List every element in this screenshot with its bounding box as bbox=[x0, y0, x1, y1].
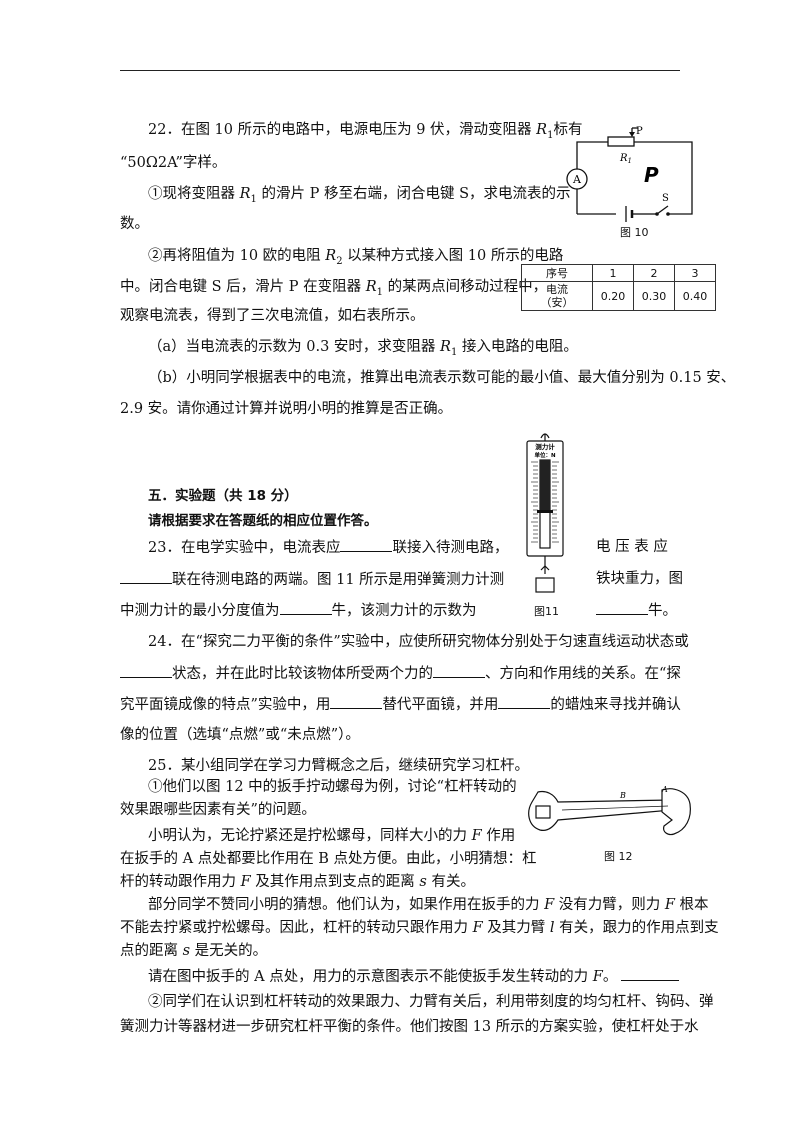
slider-label: P bbox=[636, 126, 643, 137]
q23-line3-right: 牛。 bbox=[596, 600, 677, 621]
q22-sub-b: （b）小明同学根据表中的电流，推算出电流表示数可能的最小值、最大值分别为 0.1… bbox=[148, 370, 736, 386]
q25-line3: 效果跟哪些因素有关”的问题。 bbox=[120, 802, 316, 818]
q22-part1: ①现将变阻器 R1 的滑片 P 移至右端，闭合电键 S，求电流表的示 bbox=[148, 186, 571, 205]
figure-12-wrench: B A bbox=[528, 785, 691, 836]
figure-11-spring-scale: 测力计 单位：N bbox=[526, 433, 564, 593]
q24-line1: 24．在“探究二力平衡的条件”实验中，应使所研究物体分别处于匀速直线运动状态或 bbox=[148, 634, 689, 650]
q25-line9: 点的距离 s 是无关的。 bbox=[120, 943, 268, 959]
answer-blank[interactable] bbox=[120, 569, 172, 584]
q22-line2: “50Ω2A”字样。 bbox=[120, 155, 227, 171]
scale-head-label: 测力计 bbox=[535, 442, 555, 451]
section-5-title: 五．实验题（共 18 分） bbox=[148, 488, 298, 504]
big-p-label: P bbox=[644, 163, 659, 187]
scale-unit-label: 单位：N bbox=[534, 451, 556, 459]
q23-line2-right: 铁块重力，图 bbox=[596, 571, 683, 587]
q25-line11: ②同学们在认识到杠杆转动的效果跟力、力臂有关后，利用带刻度的均匀杠杆、钩码、弹 bbox=[148, 994, 714, 1010]
q25-line5: 在扳手的 A 点处都要比作用在 B 点处方便。由此，小明猜想：杠 bbox=[120, 851, 537, 867]
table-header-index: 序号 bbox=[521, 264, 593, 282]
answer-blank[interactable] bbox=[596, 600, 648, 615]
table-cell: 0.20 bbox=[592, 281, 634, 311]
q25-line10: 请在图中扳手的 A 点处，用力的示意图表示不能使扳手发生转动的力 F。 bbox=[148, 966, 680, 987]
q25-line4: 小明认为，无论拧紧还是拧松螺母，同样大小的力 F 作用 bbox=[148, 828, 516, 844]
section-5-note: 请根据要求在答题纸的相应位置作答。 bbox=[148, 513, 378, 529]
answer-blank[interactable] bbox=[340, 537, 393, 552]
header-rule bbox=[120, 70, 680, 71]
table-header-3: 3 bbox=[674, 264, 716, 282]
q23-line2: 联在待测电路的两端。图 11 所示是用弹簧测力计测 bbox=[120, 569, 504, 590]
q22-line1: 22．在图 10 所示的电路中，电源电压为 9 伏，滑动变阻器 R1标有 bbox=[148, 122, 583, 141]
q23-line3: 中测力计的最小分度值为牛，该测力计的示数为 bbox=[120, 600, 477, 621]
answer-blank[interactable] bbox=[330, 694, 383, 709]
q22-sub-b-end: 2.9 安。请你通过计算并说明小明的推算是否正确。 bbox=[120, 401, 453, 417]
table-cell: 0.30 bbox=[633, 281, 675, 311]
q25-line6: 杆的转动跟作用力 F 及其作用点到支点的距离 s 有关。 bbox=[120, 874, 475, 890]
q22-part2-cont: 中。闭合电键 S 后，滑片 P 在变阻器 R1 的某两点间移动过程中， bbox=[120, 279, 548, 298]
q24-line2: 状态，并在此时比较该物体所受两个力的、方向和作用线的关系。在“探 bbox=[120, 663, 681, 684]
answer-blank[interactable] bbox=[621, 966, 680, 981]
answer-blank[interactable] bbox=[279, 600, 332, 615]
answer-blank[interactable] bbox=[120, 663, 172, 678]
q22-part2: ②再将阻值为 10 欧的电阻 R2 以某种方式接入图 10 所示的电路 bbox=[148, 248, 564, 267]
table-header-1: 1 bbox=[592, 264, 634, 282]
q25-line7: 部分同学不赞同小明的猜想。他们认为，如果作用在扳手的力 F 没有力臂，则力 F … bbox=[148, 897, 709, 913]
current-table: 序号 1 2 3 电流（安） 0.20 0.30 0.40 bbox=[521, 264, 716, 311]
resistor-label: R1 bbox=[619, 153, 632, 165]
q22-sub-a: （a）当电流表的示数为 0.3 安时，求变阻器 R1 接入电路的电阻。 bbox=[148, 339, 578, 358]
table-header-2: 2 bbox=[633, 264, 675, 282]
ammeter-label: A bbox=[572, 173, 582, 186]
figure-10-circuit: A P R1 P S bbox=[566, 126, 693, 222]
q24-line4: 像的位置（选填“点燃”或“未点燃”）。 bbox=[120, 727, 360, 743]
q22-part2-cont2: 观察电流表，得到了三次电流值，如右表所示。 bbox=[120, 308, 425, 324]
table-cell: 0.40 bbox=[674, 281, 716, 311]
q25-line8: 不能去拧紧或拧松螺母。因此，杠杆的转动只跟作用力 F 及其力臂 l 有关，跟力的… bbox=[120, 920, 719, 936]
q25-line12: 簧测力计等器材进一步研究杠杆平衡的条件。他们按图 13 所示的方案实验，使杠杆处… bbox=[120, 1019, 699, 1035]
q22-part1-end: 数。 bbox=[120, 216, 149, 232]
q24-line3: 究平面镜成像的特点”实验中，用替代平面镜，并用的蜡烛来寻找并确认 bbox=[120, 694, 681, 715]
answer-blank[interactable] bbox=[498, 694, 551, 709]
wrench-point-b-label: B bbox=[619, 791, 626, 800]
q23-line1-right: 电 压 表 应 bbox=[596, 539, 668, 555]
switch-label: S bbox=[662, 193, 669, 204]
answer-blank[interactable] bbox=[433, 663, 485, 678]
ammeter-icon bbox=[566, 168, 588, 190]
table-row-label: 电流（安） bbox=[521, 281, 593, 311]
figure-12-caption: 图 12 bbox=[604, 850, 633, 863]
q25-line2: ①他们以图 12 中的扳手拧动螺母为例，讨论“杠杆转动的 bbox=[148, 779, 517, 795]
q23-line1: 23．在电学实验中，电流表应联接入待测电路， bbox=[148, 537, 508, 558]
q25-line1: 25．某小组同学在学习力臂概念之后，继续研究学习杠杆。 bbox=[148, 758, 529, 774]
figure-10-caption: 图 10 bbox=[620, 226, 649, 239]
wrench-point-a-label: A bbox=[661, 785, 668, 794]
figure-11-caption: 图11 bbox=[534, 605, 559, 618]
